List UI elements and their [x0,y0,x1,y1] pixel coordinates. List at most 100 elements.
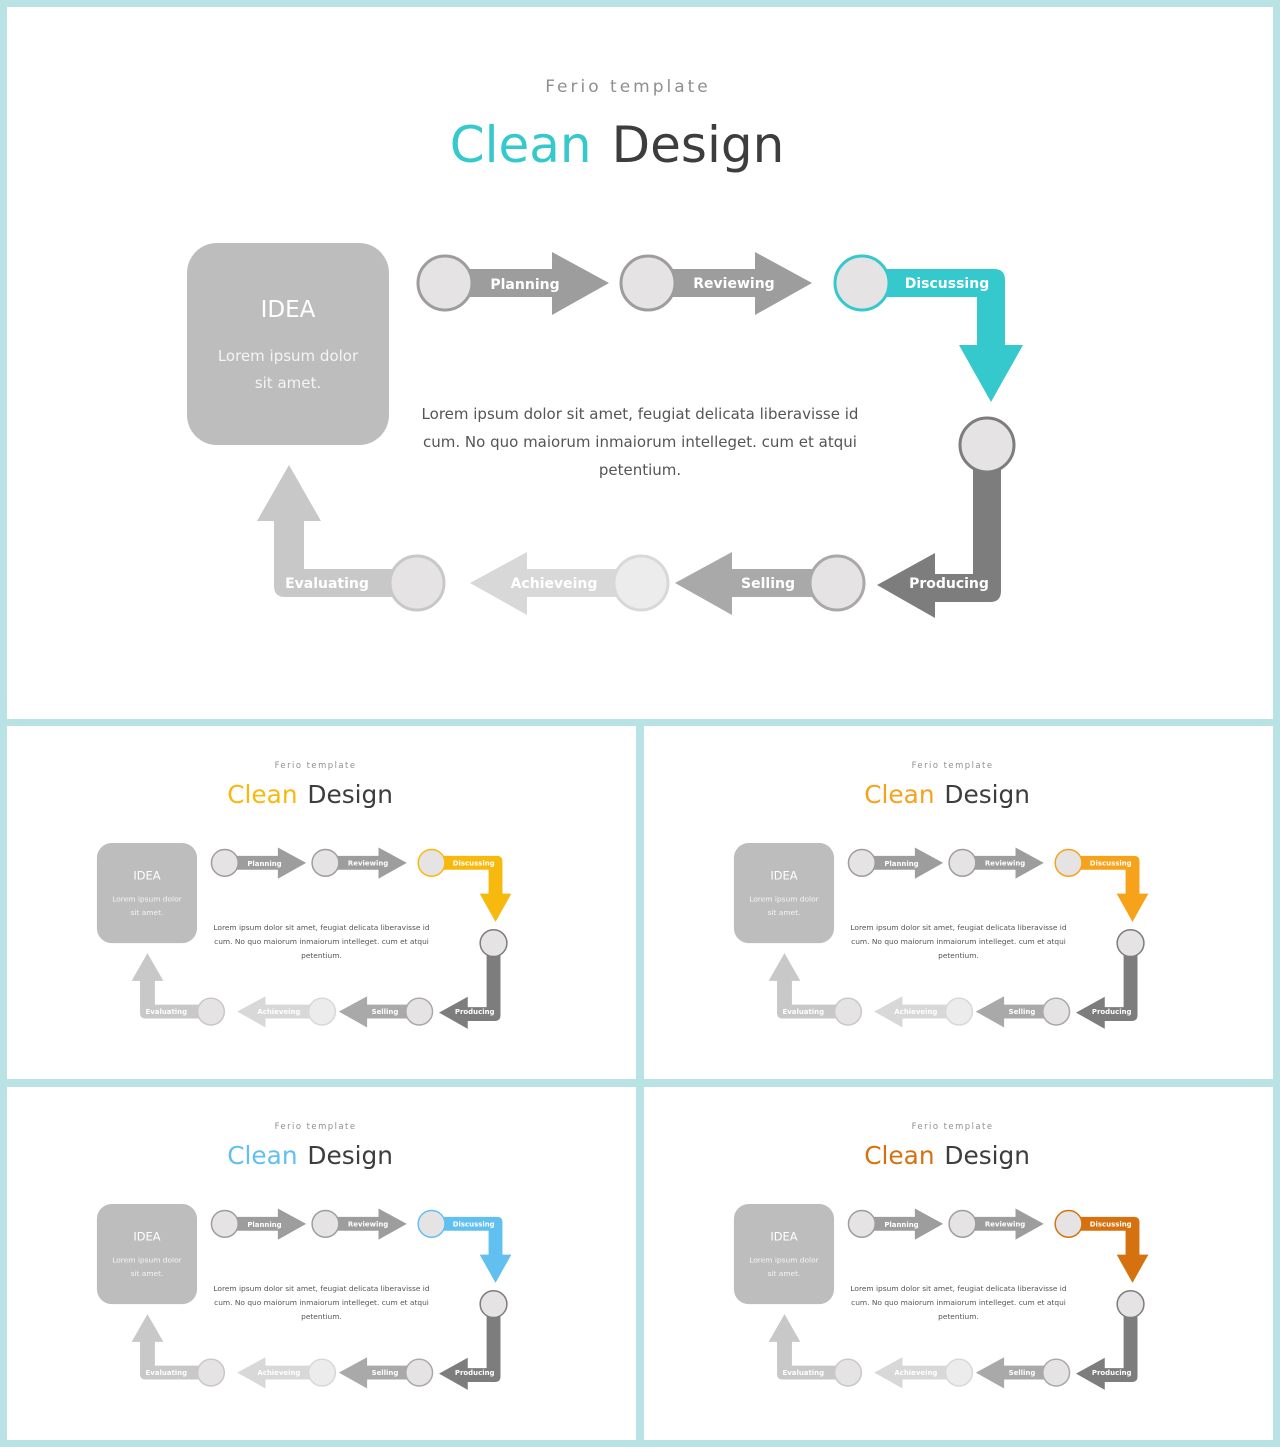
orange-body-text-line2: cum. No quo maiorum inmaiorum intelleget… [851,937,1066,946]
rust-selling-label: Selling [1009,1369,1036,1377]
blue-planning-arrow [224,1208,307,1240]
reviewing-arrow [647,252,812,315]
blue-reviewing-arrow [324,1208,407,1240]
orange-producing-arrow [1076,943,1138,1029]
orange-planning-arrow [861,847,944,879]
yellow-idea-box [96,843,198,944]
yellow-body-text-line1: Lorem ipsum dolor sit amet, feugiat deli… [213,923,429,932]
orange-discussing-arrow [1068,855,1149,922]
blue-body-text-line2: cum. No quo maiorum inmaiorum intelleget… [214,1298,429,1307]
rust-reviewing-label: Reviewing [985,1220,1025,1228]
rust-evaluating-label: Evaluating [783,1369,825,1377]
orange-planning-node-icon [847,848,876,877]
orange-discussing-node-icon [1054,848,1083,877]
yellow-slide-title-accent: Clean [227,780,297,809]
yellow-idea-text-line2: sit amet. [131,908,164,917]
yellow-evaluating-node-icon [196,997,226,1026]
yellow-slide-title-rest: Design [307,780,393,809]
yellow-evaluating-arrow [131,953,211,1019]
rust-discussing-label: Discussing [1090,1220,1132,1228]
orange-reviewing-node-icon [948,848,977,877]
blue-evaluating-node-icon [196,1358,226,1387]
yellow-planning-arrow [224,847,307,879]
rust-producing-node-icon [1116,1290,1145,1319]
orange-selling-label: Selling [1009,1008,1036,1016]
orange-slide-title-accent: Clean [864,780,934,809]
orange-achieving-label: Achieveing [894,1008,937,1016]
blue-evaluating-label: Evaluating [146,1369,188,1377]
idea-text-line1: Lorem ipsum dolor [218,347,359,365]
orange-slide-title-rest: Design [944,780,1030,809]
discussing-arrow [862,269,1023,402]
blue-idea-box [96,1204,198,1305]
orange-evaluating-arrow [768,953,848,1019]
blue-planning-label: Planning [247,1221,281,1229]
producing-node-icon [958,416,1016,474]
producing-arrow [877,445,1001,618]
rust-planning-label: Planning [884,1221,918,1229]
yellow-body-text-line3: petentium. [301,951,342,960]
blue-body-text-line1: Lorem ipsum dolor sit amet, feugiat deli… [213,1284,429,1293]
orange-discussing-label: Discussing [1090,859,1132,867]
blue-discussing-label: Discussing [453,1220,495,1228]
achieving-arrow [470,552,641,615]
yellow-achieving-label: Achieveing [257,1008,300,1016]
orange-idea-text-line2: sit amet. [768,908,801,917]
yellow-discussing-label: Discussing [453,859,495,867]
yellow-selling-arrow [338,996,420,1028]
orange-achieving-arrow [874,996,959,1028]
blue-slide-subtitle: Ferio template [275,1121,357,1131]
rust-body-text-line2: cum. No quo maiorum inmaiorum intelleget… [851,1298,1066,1307]
rust-producing-arrow [1076,1304,1138,1390]
yellow-discussing-arrow [431,855,512,922]
rust-body-text-line3: petentium. [938,1312,979,1321]
yellow-body-text-line2: cum. No quo maiorum inmaiorum intelleget… [214,937,429,946]
orange-slide-subtitle: Ferio template [912,760,994,770]
yellow-reviewing-node-icon [311,848,340,877]
evaluating-node-icon [388,554,446,612]
planning-arrow [444,252,609,315]
slide-title-accent: Clean [450,116,592,174]
orange-slide-title: Clean Design [864,780,1030,809]
orange-planning-label: Planning [884,860,918,868]
rust-idea-text-line1: Lorem ipsum dolor [749,1256,819,1265]
achieving-label: Achieveing [511,576,598,592]
rust-evaluating-arrow [768,1314,848,1380]
evaluating-label: Evaluating [285,576,369,592]
reviewing-node-icon [619,254,677,312]
orange-idea-title: IDEA [770,869,797,883]
orange-producing-label: Producing [1092,1008,1132,1016]
orange-achieving-node-icon [944,997,974,1026]
idea-text-line2: sit amet. [255,374,321,392]
rust-evaluating-node-icon [833,1358,863,1387]
blue-slide-title-accent: Clean [227,1141,297,1170]
body-text-line3: petentium. [599,461,681,479]
blue-reviewing-label: Reviewing [348,1220,388,1228]
body-text-line2: cum. No quo maiorum inmaiorum intelleget… [423,433,857,451]
orange-idea-box [733,843,835,944]
blue-slide-title-rest: Design [307,1141,393,1170]
blue-producing-label: Producing [455,1369,495,1377]
orange-evaluating-label: Evaluating [783,1008,825,1016]
yellow-idea-title: IDEA [133,869,160,883]
yellow-slide-title: Clean Design [227,780,393,809]
slide-subtitle: Ferio template [545,77,711,97]
orange-evaluating-node-icon [833,997,863,1026]
blue-achieving-label: Achieveing [257,1369,300,1377]
blue-achieving-arrow [237,1357,322,1389]
yellow-producing-arrow [439,943,501,1029]
rust-discussing-arrow [1068,1216,1149,1283]
selling-node-icon [808,554,866,612]
idea-title: IDEA [261,297,316,323]
rust-planning-node-icon [847,1209,876,1238]
orange-selling-arrow [975,996,1057,1028]
orange-body-text-line3: petentium. [938,951,979,960]
